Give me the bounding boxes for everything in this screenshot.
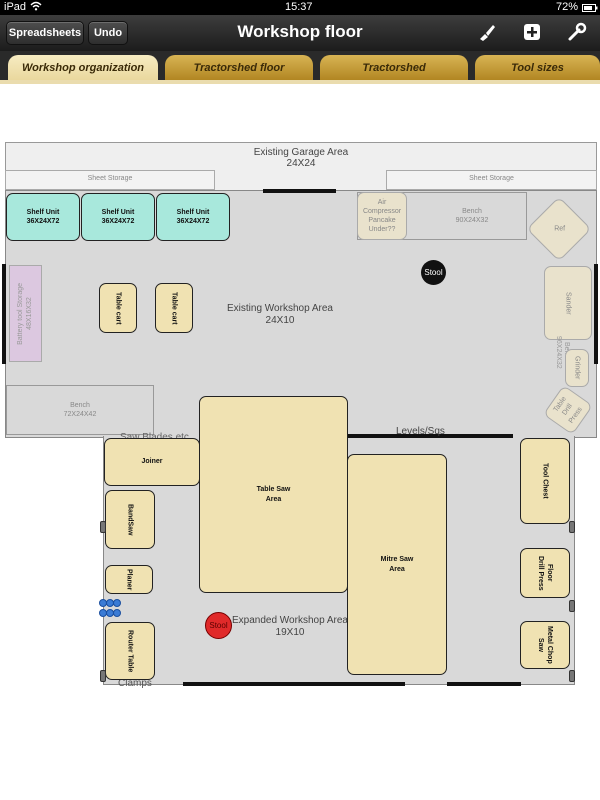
shelf-unit-3[interactable]: Shelf Unit 36X24X72 (156, 193, 230, 241)
door-right (594, 264, 598, 364)
battery-percent: 72% (556, 1, 579, 13)
tab-tractorshed-floor[interactable]: Tractorshed floor (165, 55, 313, 81)
resize-handle[interactable] (569, 521, 575, 533)
levels-label: Levels/Sqs (396, 426, 445, 437)
resize-handle[interactable] (569, 670, 575, 682)
sheet-storage-right[interactable]: Sheet Storage (386, 170, 597, 190)
door-left (2, 264, 6, 364)
tool-chest[interactable]: Tool Chest (520, 438, 570, 524)
air-compressor[interactable]: Air Compressor Pancake Under?? (357, 192, 407, 240)
floor-plan-canvas[interactable]: Existing Garage Area 24X24 Sheet Storage… (0, 84, 600, 800)
battery-storage-label: Battery tool Storage 48X16X32 (17, 282, 34, 345)
door-bottom-left (183, 682, 405, 686)
wrench-icon[interactable] (566, 21, 588, 43)
table-cart-1[interactable]: Table cart (99, 283, 137, 333)
floor-drill-press[interactable]: Floor Drill Press (520, 548, 570, 598)
grinder[interactable]: Grinder (565, 349, 589, 387)
door-top (263, 189, 336, 193)
sheet-storage-left[interactable]: Sheet Storage (5, 170, 215, 190)
toolbar: Spreadsheets Undo Workshop floor (0, 15, 600, 52)
shelf-unit-1[interactable]: Shelf Unit 36X24X72 (6, 193, 80, 241)
resize-handle[interactable] (100, 670, 106, 682)
garage-size: 24X24 (286, 158, 316, 169)
tab-tool-sizes[interactable]: Tool sizes (475, 55, 600, 81)
workshop-area-title: Existing Workshop Area (227, 303, 333, 314)
sheet-tabs: Workshop organization Tractorshed floor … (0, 51, 600, 81)
stool-red[interactable]: Stool (205, 612, 232, 639)
metal-chop-saw[interactable]: Metal Chop Saw (520, 621, 570, 669)
mitre-saw-area[interactable]: Mitre Saw Area (347, 454, 447, 675)
page-title: Workshop floor (237, 22, 363, 41)
spreadsheets-button[interactable]: Spreadsheets (6, 21, 84, 45)
tab-underline (0, 80, 600, 84)
joiner[interactable]: Joiner (104, 438, 200, 486)
bandsaw[interactable]: BandSaw (105, 490, 155, 549)
resize-handle[interactable] (100, 521, 106, 533)
battery-tool-storage[interactable]: Battery tool Storage 48X16X32 (9, 265, 42, 362)
bench-bottom[interactable]: Bench 72X24X42 (6, 385, 154, 435)
router-table[interactable]: Router Table (105, 622, 155, 680)
resize-handle[interactable] (569, 600, 575, 612)
stool-black[interactable]: Stool (421, 260, 446, 285)
ref-label: Ref (553, 225, 565, 233)
saw-blades-label: Saw Blades etc (120, 432, 189, 444)
clamps-label: Clamps (118, 678, 152, 689)
sander[interactable]: Sander (544, 266, 592, 340)
clock: 15:37 (285, 1, 313, 13)
tab-workshop-organization[interactable]: Workshop organization (8, 55, 158, 81)
tab-tractorshed[interactable]: Tractorshed (320, 55, 468, 81)
wifi-icon (30, 1, 42, 14)
undo-button[interactable]: Undo (88, 21, 128, 45)
status-bar: iPad 15:37 72% (0, 0, 600, 15)
selection-handle[interactable] (113, 609, 121, 617)
wall-opening-middle (348, 434, 513, 438)
table-cart-2[interactable]: Table cart (155, 283, 193, 333)
garage-title: Existing Garage Area (253, 147, 349, 158)
shelf-unit-2[interactable]: Shelf Unit 36X24X72 (81, 193, 155, 241)
workshop-area-size: 24X10 (265, 315, 295, 326)
device-name: iPad (4, 1, 27, 13)
expanded-area-size: 19X10 (275, 627, 305, 638)
plus-icon[interactable] (521, 21, 543, 43)
battery-icon (582, 3, 598, 15)
brush-icon[interactable] (476, 21, 498, 43)
door-bottom-right (447, 682, 521, 686)
planer[interactable]: Planer (105, 565, 153, 594)
table-saw-area[interactable]: Table Saw Area (199, 396, 348, 593)
expanded-area-title: Expanded Workshop Area (231, 615, 348, 626)
selection-handle[interactable] (113, 599, 121, 607)
